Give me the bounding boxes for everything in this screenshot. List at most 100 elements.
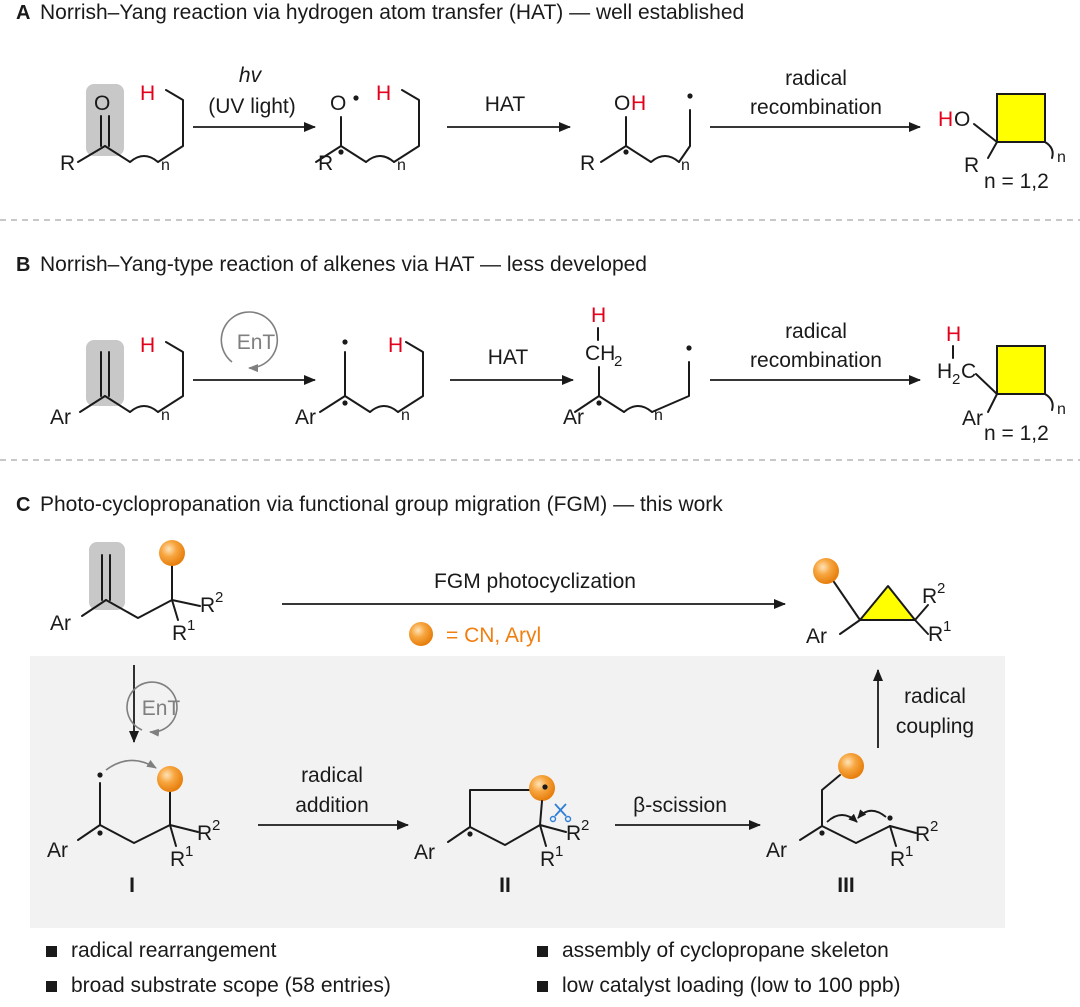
c-highlight-box <box>89 542 125 610</box>
b-ent-label: EnT <box>237 331 276 354</box>
label-intermediate-ii: II <box>499 874 511 897</box>
svg-text:H: H <box>140 334 155 357</box>
svg-text:1: 1 <box>187 617 195 634</box>
svg-text:C: C <box>961 360 976 383</box>
svg-text:2: 2 <box>215 589 223 606</box>
b-biradical-structure: Ar n H <box>295 334 424 429</box>
intermediate-ii-structure: Ar R 2 R 1 <box>414 775 589 871</box>
svg-text:Ar: Ar <box>563 406 584 429</box>
svg-text:R: R <box>318 152 333 175</box>
svg-text:1: 1 <box>943 618 951 635</box>
svg-text:2: 2 <box>212 817 220 834</box>
svg-text:R: R <box>922 585 937 608</box>
a-step1-top: hv <box>239 64 263 87</box>
svg-text:n: n <box>1057 149 1066 166</box>
section-b-title: Norrish–Yang-type reaction of alkenes vi… <box>40 253 647 276</box>
b-n-values: n = 1,2 <box>984 422 1049 445</box>
section-a-letter: A <box>16 2 30 24</box>
svg-text:R: R <box>540 848 555 871</box>
svg-text:n: n <box>161 157 170 174</box>
a-hat-product-structure: O H R n <box>580 92 693 175</box>
a-n-values: n = 1,2 <box>984 170 1049 193</box>
section-c-title: Photo-cyclopropanation via functional gr… <box>40 493 723 516</box>
svg-text:n: n <box>397 157 406 174</box>
svg-text:2: 2 <box>952 371 960 388</box>
svg-text:1: 1 <box>905 843 913 860</box>
svg-text:2: 2 <box>614 353 622 370</box>
svg-text:Ar: Ar <box>962 407 983 430</box>
c-addition-top: radical <box>301 764 363 787</box>
svg-text:R: R <box>172 622 187 645</box>
svg-text:R: R <box>890 848 905 871</box>
svg-text:Ar: Ar <box>806 625 827 648</box>
c-substrate-structure: Ar R 2 R 1 <box>50 540 223 645</box>
b-highlight-box <box>86 340 124 406</box>
svg-text:n: n <box>1057 401 1066 418</box>
b-alkene-structure: Ar n H <box>50 334 184 429</box>
c-coupling-bottom: coupling <box>896 715 974 738</box>
a-step3-top: radical <box>785 67 847 90</box>
svg-text:n: n <box>401 407 410 424</box>
a-cyclobutanol-structure: H O R n <box>938 93 1066 177</box>
mechanism-panel <box>30 656 1005 928</box>
b-step2-label: HAT <box>488 346 529 369</box>
a-step2-label: HAT <box>485 93 526 116</box>
a-step1-bottom: (UV light) <box>208 95 296 118</box>
svg-text:CH: CH <box>585 342 615 365</box>
c-scission-label: β-scission <box>633 794 727 817</box>
svg-text:2: 2 <box>930 818 938 835</box>
svg-text:1: 1 <box>185 843 193 860</box>
svg-text:R: R <box>60 152 75 175</box>
b-cyclobutane-structure: H H 2 C Ar n <box>937 323 1066 430</box>
c-addition-bottom: addition <box>295 794 369 817</box>
svg-text:O: O <box>330 92 346 115</box>
svg-text:Ar: Ar <box>50 406 71 429</box>
svg-text:R: R <box>197 822 212 845</box>
svg-text:Ar: Ar <box>295 406 316 429</box>
b-step3-bottom: recombination <box>750 349 882 372</box>
c-ent-label: EnT <box>142 697 181 720</box>
section-b-letter: B <box>16 254 30 276</box>
svg-text:Ar: Ar <box>50 612 71 635</box>
svg-text:H: H <box>938 108 953 131</box>
label-intermediate-iii: III <box>837 874 855 897</box>
svg-text:Ar: Ar <box>766 839 787 862</box>
scissors-icon <box>549 803 572 823</box>
c-coupling-top: radical <box>904 685 966 708</box>
svg-text:H: H <box>376 82 391 105</box>
b-step3-top: radical <box>785 320 847 343</box>
svg-text:R: R <box>580 152 595 175</box>
c-legend-text: = CN, Aryl <box>446 624 541 647</box>
svg-text:2: 2 <box>581 817 589 834</box>
intermediate-iii-structure: Ar R 2 R 1 <box>766 753 938 871</box>
svg-text:R: R <box>200 594 215 617</box>
label-intermediate-i: I <box>129 874 135 897</box>
svg-text:2: 2 <box>937 580 945 597</box>
svg-text:R: R <box>928 623 943 646</box>
svg-text:O: O <box>614 92 630 115</box>
b-ent-catalyst-cycle: EnT <box>220 311 279 373</box>
svg-text:n: n <box>161 407 170 424</box>
svg-text:n: n <box>681 157 690 174</box>
svg-text:Ar: Ar <box>47 839 68 862</box>
svg-text:n: n <box>654 407 663 424</box>
svg-text:H: H <box>388 334 403 357</box>
c-cyclopropane-product: Ar R 2 R 1 <box>806 558 951 648</box>
svg-text:H: H <box>937 360 952 383</box>
svg-text:O: O <box>94 92 110 115</box>
svg-text:1: 1 <box>555 843 563 860</box>
intermediate-i-structure: Ar R 2 R 1 <box>47 759 220 871</box>
svg-text:H: H <box>946 323 961 346</box>
svg-text:O: O <box>954 108 970 131</box>
functional-group-ball <box>159 540 185 566</box>
svg-text:H: H <box>631 92 646 115</box>
section-a-title: Norrish–Yang reaction via hydrogen atom … <box>40 1 744 24</box>
svg-text:R: R <box>170 848 185 871</box>
a-highlight-box <box>86 84 124 156</box>
svg-text:R: R <box>964 154 979 177</box>
b-hat-product-structure: H CH 2 Ar n <box>563 304 692 429</box>
svg-text:R: R <box>566 822 581 845</box>
c-ent-catalyst-cycle: EnT <box>126 681 181 737</box>
svg-text:Ar: Ar <box>414 841 435 864</box>
svg-text:H: H <box>591 304 606 327</box>
